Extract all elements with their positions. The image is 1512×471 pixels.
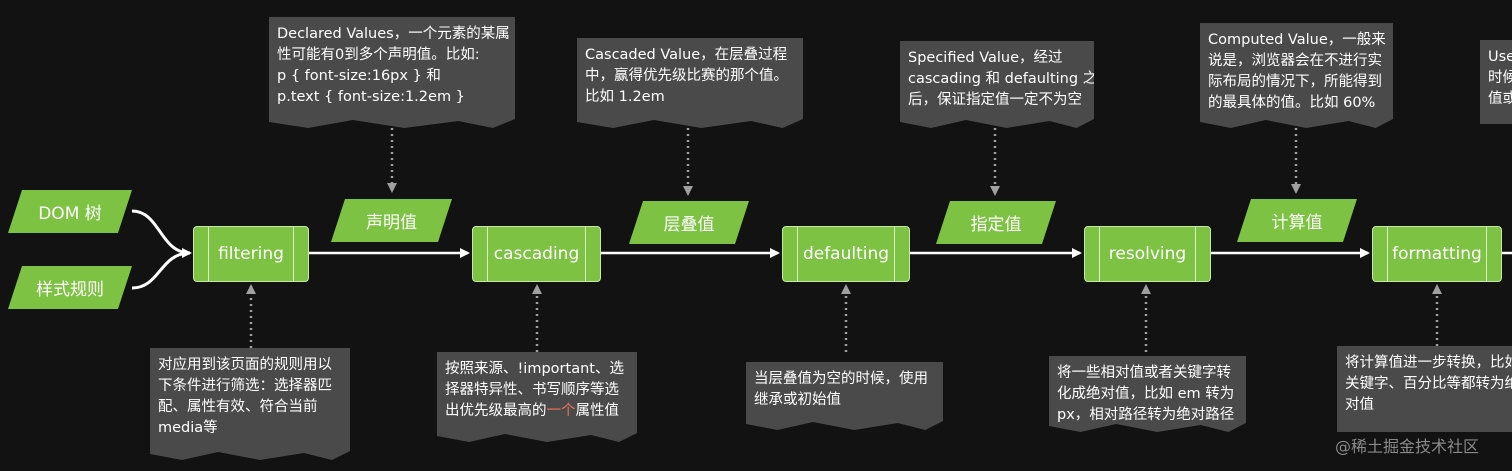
note-computed-value: Computed Value，一般来 说是，浏览器会在不进行实 际布局的情况下，… xyxy=(1200,23,1393,128)
value-declared: 声明值 xyxy=(338,199,445,242)
value-computed: 计算值 xyxy=(1244,199,1350,242)
note-formatting-partial: 将计算值进一步转换，比如 关键字、百分比等都转为绝 对值 xyxy=(1337,346,1512,432)
dom-tree-curve xyxy=(131,209,192,258)
note-specified-value: Specified Value，经过 cascading 和 defaultin… xyxy=(900,41,1094,128)
process-resolving: resolving xyxy=(1084,226,1211,282)
note-resolving: 将一些相对值或者关键字转 化成绝对值，比如 em 转为 px，相对路径转为绝对路… xyxy=(1049,356,1246,432)
note-defaulting: 当层叠值为空的时候，使用 继承或初始值 xyxy=(746,362,943,430)
note-declared-value: Declared Values，一个元素的某属 性可能有0到多个声明值。比如: … xyxy=(269,17,515,128)
note-filtering: 对应用到该页面的规则用以 下条件进行筛选：选择器匹 配、属性有效、符合当前 me… xyxy=(150,348,350,460)
note-cascaded-value: Cascaded Value，在层叠过程 中，赢得优先级比赛的那个值。 比如 1… xyxy=(577,38,803,128)
process-filtering: filtering xyxy=(193,226,309,282)
note-cascading-last-line: 出优先级最高的一个属性值 xyxy=(445,403,619,419)
note-cascading: 按照来源、!important、选 择器特异性、书写顺序等选 出优先级最高的一个… xyxy=(437,352,637,442)
process-defaulting: defaulting xyxy=(782,226,910,282)
process-formatting: formatting xyxy=(1372,226,1502,282)
process-cascading: cascading xyxy=(472,226,601,282)
value-specified: 指定值 xyxy=(943,201,1049,244)
input-style-rules: 样式规则 xyxy=(15,266,125,309)
watermark: @稀土掘金技术社区 xyxy=(1335,437,1480,456)
style-rules-curve xyxy=(131,251,191,290)
value-cascaded: 层叠值 xyxy=(636,201,742,244)
input-dom-tree: DOM 树 xyxy=(15,190,125,233)
note-used-value-partial: Use 时候 值或 xyxy=(1480,40,1512,124)
